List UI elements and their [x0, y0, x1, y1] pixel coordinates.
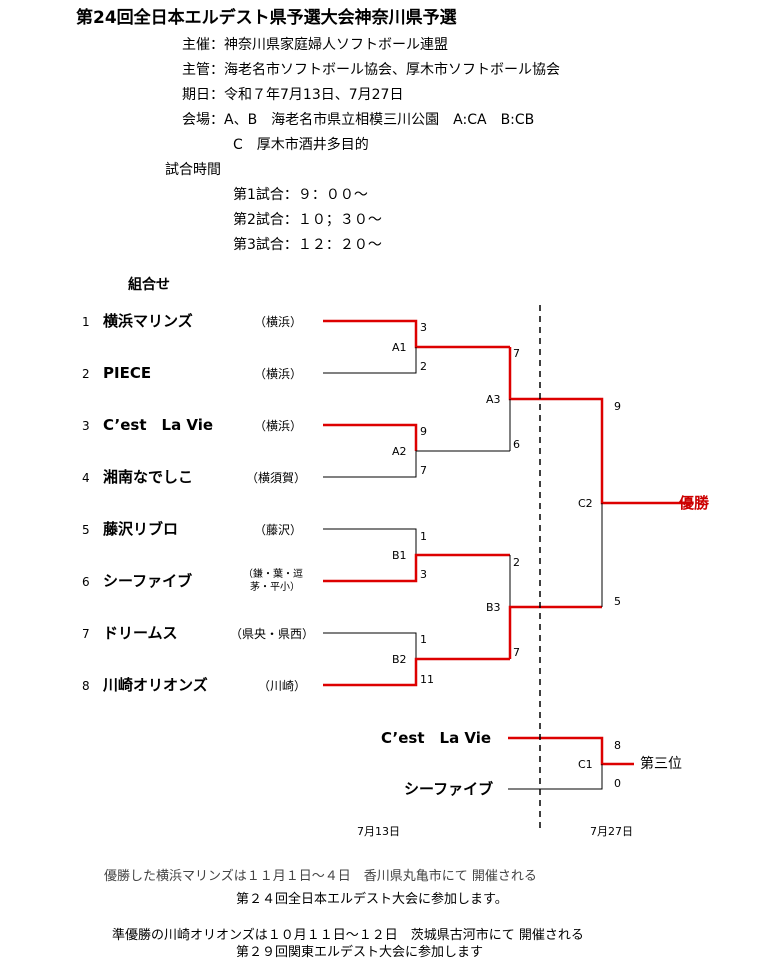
bracket-heading: 組合せ	[128, 277, 170, 293]
bracket-line-winner	[323, 657, 510, 687]
match-label-a2: A2	[392, 445, 407, 458]
footer-line-1: 優勝した横浜マリンズは１１月１日～４日 香川県丸亀市にて 開催される	[104, 869, 537, 884]
dates-text: 期日：令和７年7月13日、7月27日	[182, 87, 404, 103]
team-number: 1	[82, 315, 90, 329]
score: 1	[420, 530, 427, 543]
match-label-c2: C2	[578, 497, 593, 510]
time-slot-2: 第2試合：１０；３０～	[233, 212, 382, 228]
bracket-line-loser	[323, 528, 417, 555]
team-name: C’est La Vie	[103, 416, 214, 434]
score: 3	[420, 568, 427, 581]
third-place-label: 第三位	[640, 756, 682, 772]
team-region: （横浜）	[254, 315, 303, 329]
team-region: （横浜）	[254, 367, 303, 381]
score: 9	[420, 425, 427, 438]
team-region-line2: 茅・平小）	[250, 582, 300, 593]
team-region: （川崎）	[258, 679, 307, 693]
bracket-line-loser	[323, 632, 417, 659]
match-label-a1: A1	[392, 341, 407, 354]
team-number: 6	[82, 575, 90, 589]
date-left: 7月13日	[357, 825, 400, 838]
page-title: 第24回全日本エルデスト県予選大会神奈川県予選	[76, 8, 457, 28]
match-label-b2: B2	[392, 653, 407, 666]
bracket-line-winner	[323, 553, 510, 583]
bracket-line-winner	[323, 319, 510, 349]
champion-label: 優勝	[679, 494, 710, 512]
footer-line-4: 第２９回関東エルデスト大会に参加します	[236, 945, 484, 960]
match-label-b3: B3	[486, 601, 501, 614]
score: 8	[614, 739, 621, 752]
team-region: （県央・県西）	[230, 627, 315, 641]
team-number: 8	[82, 679, 90, 693]
score: 2	[513, 556, 520, 569]
team-name: ドリームス	[103, 624, 178, 642]
bracket-line-winner	[508, 736, 634, 766]
score: 1	[420, 633, 427, 646]
team-region: （横浜）	[254, 419, 303, 433]
score: 7	[513, 347, 520, 360]
third-place-team-bottom: シーファイブ	[404, 780, 494, 798]
match-label-a3: A3	[486, 393, 501, 406]
team-region-line1: （鎌・葉・逗	[243, 569, 303, 580]
team-name: 川崎オリオンズ	[103, 676, 208, 694]
date-right: 7月27日	[590, 825, 633, 838]
times-label: 試合時間	[165, 162, 221, 178]
score: 5	[614, 595, 621, 608]
bracket-line-winner	[508, 347, 692, 505]
third-place-team-top: C’est La Vie	[381, 729, 492, 747]
venue-text-2: C 厚木市酒井多目的	[233, 137, 369, 153]
bracket-line-winner	[508, 605, 602, 659]
team-name: 藤沢リブロ	[103, 520, 179, 538]
team-name: 横浜マリンズ	[103, 312, 193, 330]
score: 6	[513, 438, 520, 451]
time-slot-3: 第3試合：１２：２０～	[233, 237, 382, 253]
team-number: 5	[82, 523, 90, 537]
manager-text: 主管：海老名市ソフトボール協会、厚木市ソフトボール協会	[182, 62, 560, 78]
score: 2	[420, 360, 427, 373]
team-name: シーファイブ	[103, 572, 193, 590]
score: 9	[614, 400, 621, 413]
team-name: PIECE	[103, 364, 152, 382]
score: 7	[513, 646, 520, 659]
team-number: 7	[82, 627, 90, 641]
venue-text-1: 会場：A、B 海老名市県立相模三川公園 A:CA B:CB	[182, 112, 535, 128]
team-region: （藤沢）	[254, 523, 303, 537]
team-name: 湘南なでしこ	[103, 468, 194, 486]
score: 11	[420, 673, 434, 686]
bracket-line-winner	[323, 423, 418, 451]
team-region: （横須賀）	[246, 471, 307, 485]
organizer-text: 主催：神奈川県家庭婦人ソフトボール連盟	[182, 37, 448, 53]
bracket-line-loser	[323, 347, 417, 374]
team-number: 3	[82, 419, 90, 433]
match-label-b1: B1	[392, 549, 407, 562]
footer-line-2: 第２４回全日本エルデスト大会に参加します。	[236, 892, 508, 907]
team-number: 4	[82, 471, 90, 485]
score: 3	[420, 321, 427, 334]
match-label-c1: C1	[578, 758, 593, 771]
team-number: 2	[82, 367, 90, 381]
score: 7	[420, 464, 427, 477]
time-slot-1: 第1試合：９：００～	[233, 187, 368, 203]
score: 0	[614, 777, 621, 790]
footer-line-3: 準優勝の川崎オリオンズは１０月１１日～１２日 茨城県古河市にて 開催される	[112, 928, 584, 943]
bracket-line-loser	[323, 450, 510, 478]
